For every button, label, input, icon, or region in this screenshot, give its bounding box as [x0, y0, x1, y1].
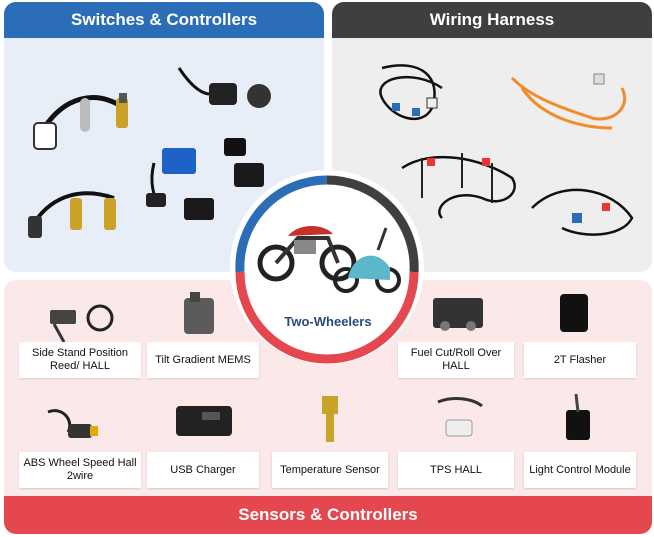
two-wheelers-hub [230, 170, 424, 364]
switches-panel: Switches & Controllers [4, 2, 324, 272]
tps-sensor-image [437, 397, 483, 437]
tilt-sensor-image [184, 292, 214, 334]
sensor-card-side-stand[interactable]: Side Stand Position Reed/ HALL [19, 342, 141, 378]
wiring-header: Wiring Harness [332, 2, 652, 38]
sensors-footer: Sensors & Controllers [4, 496, 652, 534]
sensor-card-light-control[interactable]: Light Control Module [524, 452, 636, 488]
light-control-image [566, 393, 590, 440]
sensor-card-temperature[interactable]: Temperature Sensor [272, 452, 388, 488]
sensor-card-2t-flasher[interactable]: 2T Flasher [524, 342, 636, 378]
wiring-panel: Wiring Harness [332, 2, 652, 272]
sensors-panel: Sensors & Controllers Side Stand Positio… [4, 280, 652, 534]
flasher-image [560, 294, 588, 332]
wiring-products-image [379, 64, 634, 236]
side-stand-sensor-image [50, 304, 114, 343]
sensor-card-tilt-gradient[interactable]: Tilt Gradient MEMS [147, 342, 259, 378]
switches-header: Switches & Controllers [4, 2, 324, 38]
temperature-sensor-image [322, 396, 338, 442]
abs-sensor-image [47, 409, 98, 438]
switches-products-image [28, 67, 271, 238]
two-wheelers-label: Two-Wheelers [284, 314, 372, 329]
usb-charger-image [176, 406, 232, 436]
sensor-card-abs-wheel-speed[interactable]: ABS Wheel Speed Hall 2wire [19, 452, 141, 488]
sensor-card-usb-charger[interactable]: USB Charger [147, 452, 259, 488]
sensor-card-fuel-cut[interactable]: Fuel Cut/Roll Over HALL [398, 342, 514, 378]
sensor-card-tps-hall[interactable]: TPS HALL [398, 452, 514, 488]
fuel-cut-sensor-image [433, 298, 483, 331]
